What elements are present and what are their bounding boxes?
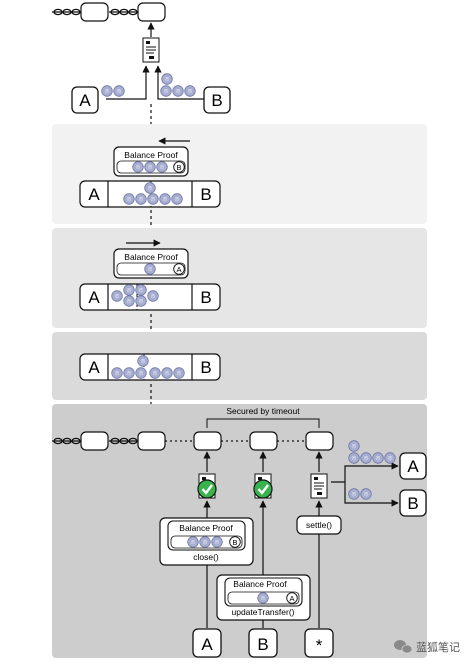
party-b-label: B bbox=[200, 185, 211, 204]
signer-b-label: B bbox=[176, 163, 181, 172]
channel-bar bbox=[79, 180, 221, 208]
balance-proof-title: Balance Proof bbox=[179, 523, 233, 533]
block bbox=[137, 2, 166, 22]
block bbox=[137, 431, 166, 451]
panel-3-content: A B bbox=[79, 353, 221, 381]
block bbox=[193, 431, 222, 451]
signer-a-label: A bbox=[289, 594, 294, 603]
party-a-label: A bbox=[79, 91, 91, 110]
block bbox=[80, 2, 109, 22]
panel-4-content: Secured by timeout A B bbox=[52, 406, 427, 658]
balance-proof-title: Balance Proof bbox=[233, 579, 287, 589]
checkmark-icon bbox=[196, 478, 218, 500]
panel-2 bbox=[52, 228, 427, 328]
wechat-icon bbox=[394, 640, 413, 654]
party-a-label: A bbox=[88, 288, 100, 307]
actor-any-label: * bbox=[316, 636, 323, 655]
document-icon bbox=[310, 473, 328, 499]
deposit-coins-b bbox=[160, 73, 196, 97]
party-b-box bbox=[399, 489, 427, 517]
actor-a-label: A bbox=[201, 635, 213, 654]
panel-1-content: Balance Proof B A B bbox=[79, 137, 221, 208]
party-a-label: A bbox=[88, 185, 100, 204]
party-b-label: B bbox=[211, 91, 222, 110]
timeout-label: Secured by timeout bbox=[226, 406, 300, 416]
deposit-coins-a bbox=[101, 85, 125, 97]
party-a-label: A bbox=[407, 457, 419, 476]
close-call-label: close() bbox=[193, 552, 219, 562]
settle-call-card bbox=[296, 515, 342, 535]
actor-a-box bbox=[192, 628, 222, 658]
party-b-label: B bbox=[407, 494, 418, 513]
panel-3 bbox=[52, 332, 427, 400]
balance-proof-title: Balance Proof bbox=[124, 150, 178, 160]
chain-link-icon bbox=[52, 437, 138, 445]
balance-proof-title: Balance Proof bbox=[124, 252, 178, 262]
party-b-label: B bbox=[200, 358, 211, 377]
document-icon bbox=[142, 37, 160, 63]
channel-bar bbox=[79, 353, 221, 381]
party-b-box bbox=[203, 86, 231, 114]
block bbox=[80, 431, 109, 451]
checkmark-icon bbox=[252, 478, 274, 500]
party-a-label: A bbox=[88, 358, 100, 377]
block bbox=[305, 431, 334, 451]
block bbox=[249, 431, 278, 451]
top-section: A B bbox=[52, 2, 231, 141]
actor-b-label: B bbox=[257, 635, 268, 654]
panel-2-content: Balance Proof A A B bbox=[79, 239, 221, 311]
party-a-box bbox=[399, 452, 427, 480]
signer-a-label: A bbox=[176, 265, 181, 274]
chain-link-icon bbox=[52, 8, 138, 16]
party-b-label: B bbox=[200, 288, 211, 307]
watermark-text: 蓝狐笔记 bbox=[416, 640, 460, 654]
panel-1 bbox=[52, 124, 427, 224]
watermark: 蓝狐笔记 bbox=[394, 640, 460, 654]
actor-b-box bbox=[248, 628, 278, 658]
update-transfer-label: updateTransfer() bbox=[232, 607, 295, 617]
actor-any-box bbox=[304, 628, 334, 658]
settle-call-label: settle() bbox=[306, 520, 332, 530]
party-a-box bbox=[71, 86, 99, 114]
signer-b-label: B bbox=[232, 538, 237, 547]
